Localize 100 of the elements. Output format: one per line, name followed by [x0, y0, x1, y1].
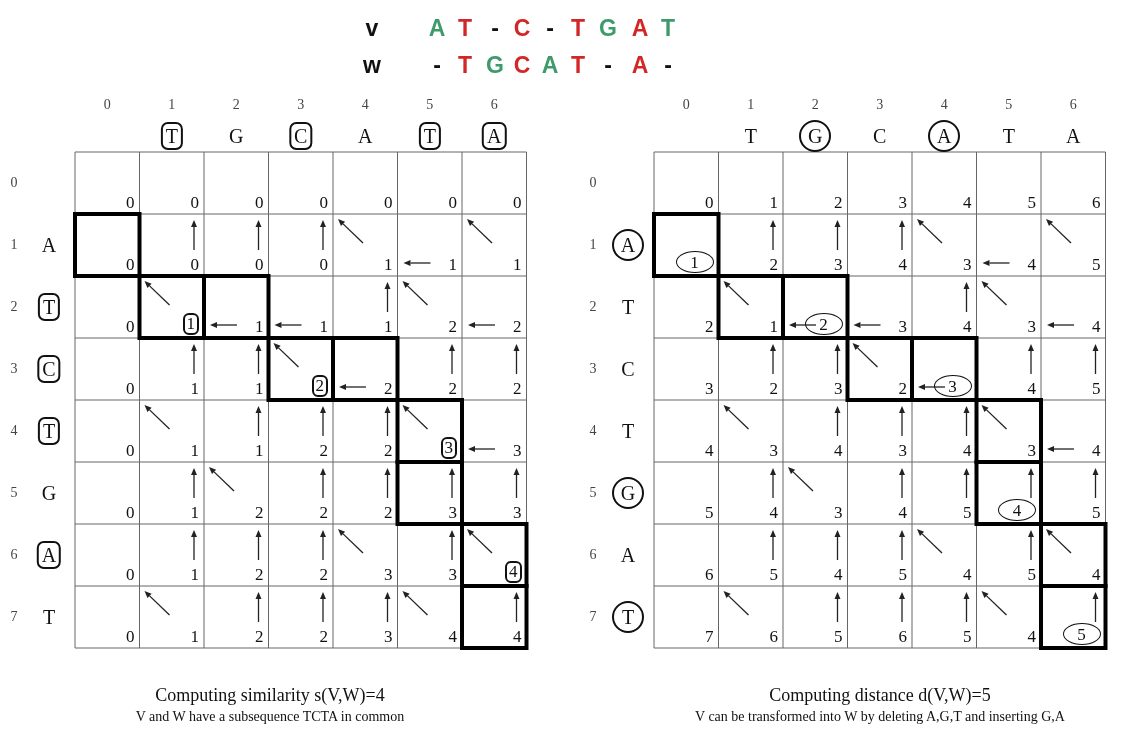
cell-value: 6 [898, 628, 907, 645]
cell-value: 1 [190, 442, 199, 459]
column-index: 1 [168, 98, 176, 112]
cell-value: 2 [384, 442, 393, 459]
cell-value: 0 [513, 194, 522, 211]
column-letter: A [358, 126, 373, 146]
cell-value: 1 [319, 318, 328, 335]
aligned-symbol: A [631, 51, 649, 79]
cell-value: 0 [126, 318, 135, 335]
aligned-symbol: - [546, 14, 554, 42]
aligned-symbol: - [604, 51, 612, 79]
cell-value: 0 [126, 566, 135, 583]
column-index: 4 [361, 98, 369, 112]
cell-value: 3 [898, 318, 907, 335]
row-index: 0 [10, 176, 18, 190]
cell-value: 1 [255, 380, 264, 397]
column-index: 0 [103, 98, 111, 112]
column-index: 6 [1069, 98, 1077, 112]
cell-value: 4 [705, 442, 714, 459]
cell-value: 6 [1092, 194, 1101, 211]
cell-value: 4 [769, 504, 778, 521]
cell-value: 2 [448, 380, 457, 397]
row-index: 5 [589, 486, 597, 500]
cell-value: 0 [126, 442, 135, 459]
aligned-symbol: - [664, 51, 672, 79]
cell-value: 1 [384, 318, 393, 335]
column-index: 1 [747, 98, 755, 112]
cell-value: 0 [126, 628, 135, 645]
cell-value: 7 [705, 628, 714, 645]
cell-value: 2 [898, 380, 907, 397]
row-index: 1 [589, 238, 597, 252]
aligned-symbol: T [570, 14, 586, 42]
column-index: 3 [876, 98, 884, 112]
row-index: 0 [589, 176, 597, 190]
column-letter: C [873, 126, 887, 146]
boxed-letter: T [37, 417, 61, 445]
cell-value: 1 [513, 256, 522, 273]
column-letter: G [229, 126, 244, 146]
cell-value: 4 [1092, 566, 1101, 583]
cell-value: 2 [769, 380, 778, 397]
aligned-symbol: C [513, 14, 531, 42]
cell-value: 4 [1027, 256, 1036, 273]
cell-value: 5 [963, 628, 972, 645]
cell-value: 4 [963, 194, 972, 211]
cell-value: 0 [319, 256, 328, 273]
cell-value: 1 [190, 628, 199, 645]
cell-value: 2 [769, 256, 778, 273]
row-letter: T [621, 297, 635, 317]
cell-value: 0 [448, 194, 457, 211]
cell-value: 3 [898, 442, 907, 459]
cell-value: 2 [384, 380, 393, 397]
caption: V can be transformed into W by deleting A,G,T and inserting G,A [695, 710, 1065, 724]
cell-value: 4 [834, 442, 843, 459]
aligned-symbol: G [486, 51, 504, 79]
cell-value: 2 [705, 318, 714, 335]
cell-value: 3 [384, 566, 393, 583]
column-index: 0 [682, 98, 690, 112]
cell-value: 3 [1027, 318, 1036, 335]
cell-value: 5 [1092, 504, 1101, 521]
cell-value: 3 [705, 380, 714, 397]
cell-value: 4 [963, 566, 972, 583]
row-index: 5 [10, 486, 18, 500]
cell-value: 1 [448, 256, 457, 273]
aligned-symbol: - [491, 14, 499, 42]
cell-value: 0 [255, 256, 264, 273]
cell-value: 3 [769, 442, 778, 459]
cell-value: 0 [319, 194, 328, 211]
row-index: 7 [10, 610, 18, 624]
cell-value: 2 [319, 442, 328, 459]
cell-value: 3 [1027, 442, 1036, 459]
cell-value: 4 [1027, 628, 1036, 645]
aligned-symbol: A [631, 14, 649, 42]
column-letter: T [744, 126, 757, 146]
cell-value: 6 [705, 566, 714, 583]
cell-value: 5 [834, 628, 843, 645]
row-letter: T [621, 421, 635, 441]
row-index: 3 [589, 362, 597, 376]
cell-value: 4 [898, 256, 907, 273]
circled-letter: G [612, 477, 644, 509]
circled-letter: A [612, 229, 644, 261]
boxed-letter: C [289, 122, 313, 150]
boxed-letter: T [37, 293, 61, 321]
aligned-symbol: A [428, 14, 446, 42]
row-index: 2 [589, 300, 597, 314]
cell-value: 5 [1027, 194, 1036, 211]
cell-value: 3 [448, 566, 457, 583]
column-index: 5 [1005, 98, 1013, 112]
caption: Computing similarity s(V,W)=4 [155, 686, 385, 704]
cell-value: 3 [513, 442, 522, 459]
column-index: 2 [232, 98, 240, 112]
cell-value: 0 [705, 194, 714, 211]
column-letter: T [1002, 126, 1015, 146]
cell-value: 5 [898, 566, 907, 583]
cell-value: 0 [126, 256, 135, 273]
boxed-value: 1 [182, 313, 199, 335]
cell-value: 1 [190, 380, 199, 397]
row-index: 4 [10, 424, 18, 438]
row-index: 6 [589, 548, 597, 562]
boxed-letter: C [37, 355, 61, 383]
cell-value: 1 [384, 256, 393, 273]
